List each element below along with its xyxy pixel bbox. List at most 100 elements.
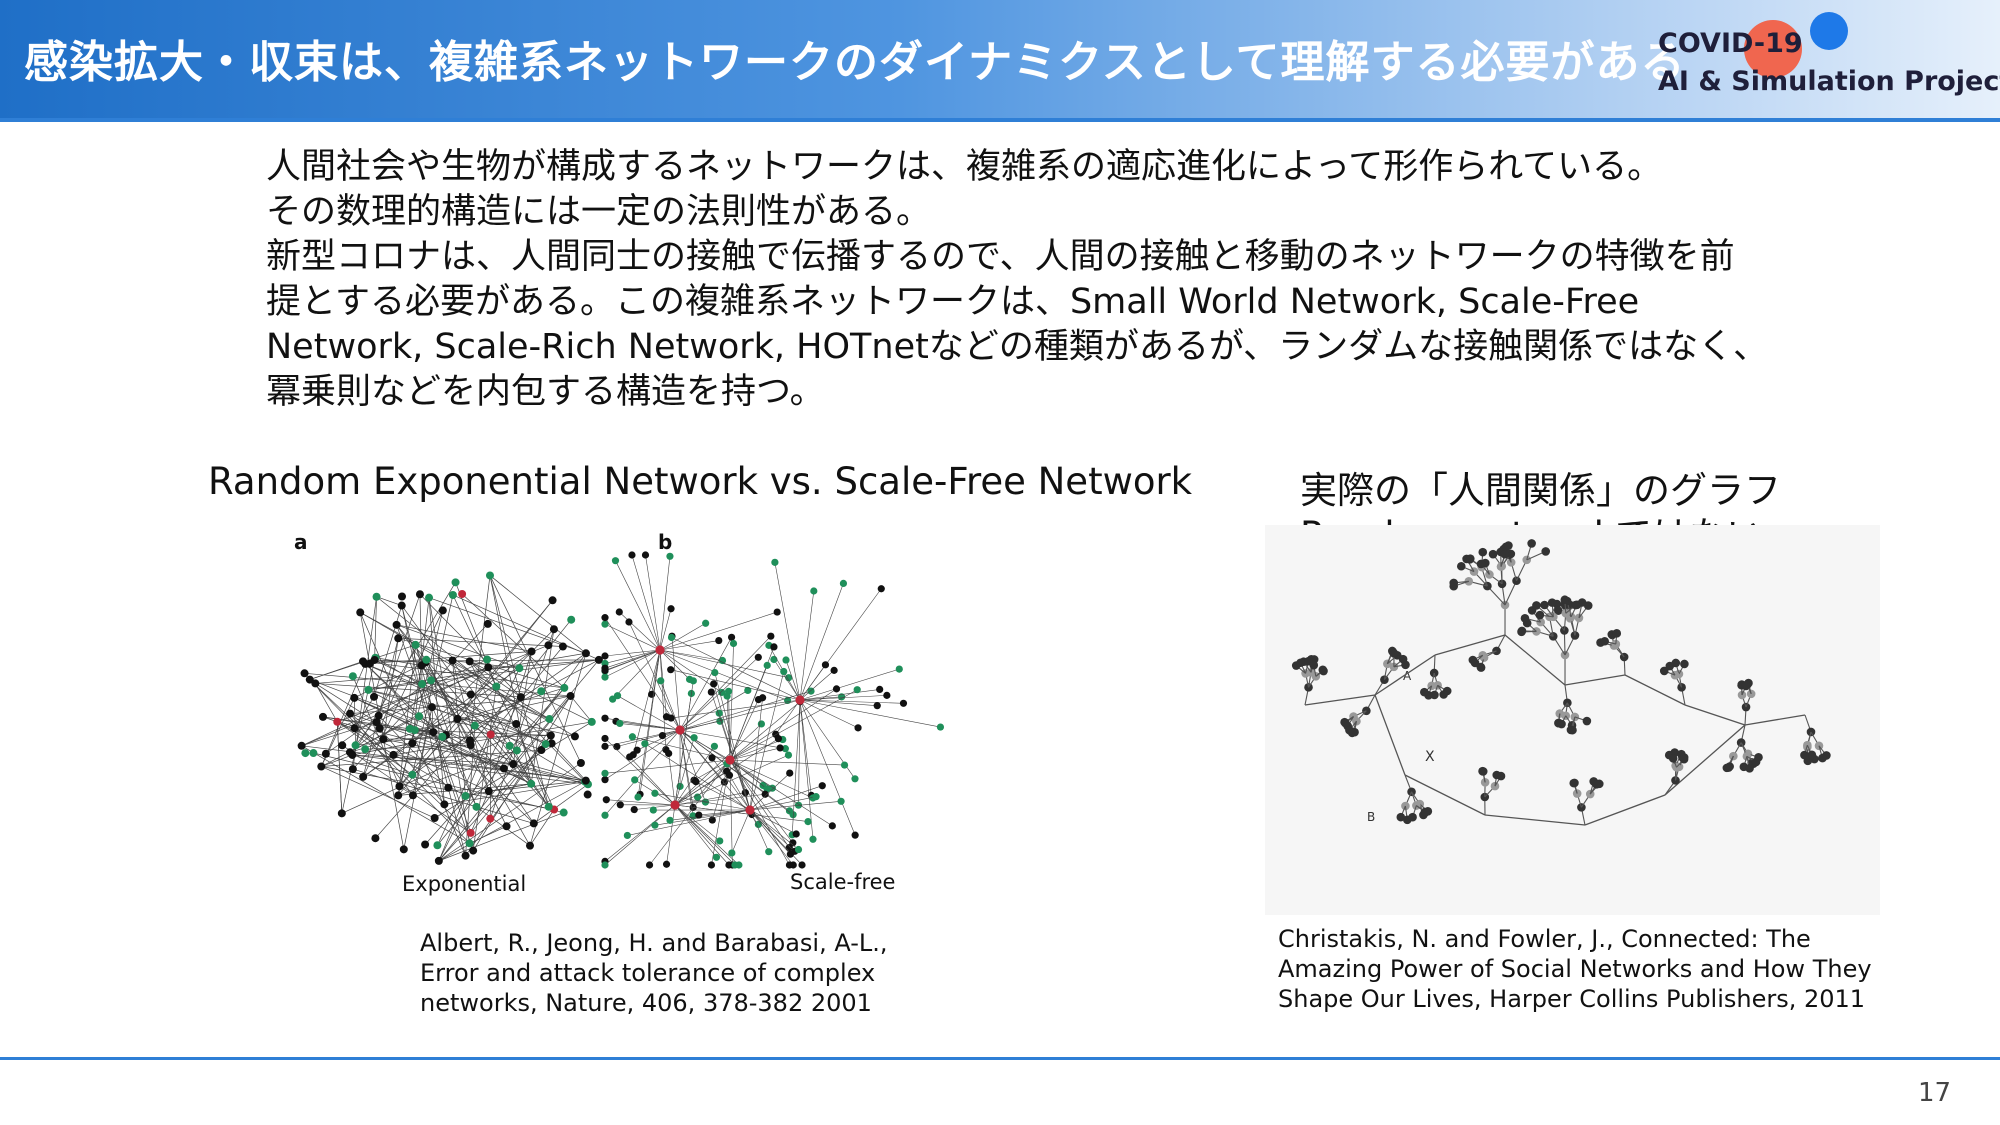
network-edge	[383, 735, 551, 740]
network-hub-node	[725, 755, 735, 765]
network-node	[392, 620, 401, 629]
network-node	[601, 714, 609, 722]
tree-node	[1304, 683, 1313, 692]
tree-node	[1665, 661, 1675, 671]
network-node	[715, 636, 723, 645]
network-edge	[301, 721, 377, 747]
network-edge	[396, 624, 520, 669]
network-node	[317, 762, 326, 771]
network-edge	[396, 624, 535, 824]
scalefree-label: Scale-free	[790, 870, 896, 894]
network-edge	[749, 697, 763, 811]
network-node	[623, 831, 631, 840]
network-node	[338, 741, 347, 750]
network-edge	[654, 792, 751, 811]
network-edge	[376, 594, 421, 723]
network-edge	[488, 783, 532, 792]
network-node	[581, 776, 590, 785]
network-node	[832, 685, 841, 693]
network-node	[840, 761, 849, 769]
network-edge	[798, 699, 801, 806]
network-edge	[632, 649, 661, 755]
network-edge	[729, 739, 783, 761]
network-edge	[649, 759, 731, 866]
network-node	[729, 639, 738, 648]
network-node	[438, 732, 447, 741]
network-edge	[354, 697, 434, 733]
tree-node	[1540, 600, 1549, 610]
network-hub-node	[795, 695, 805, 705]
tree-node	[1818, 753, 1827, 763]
network-node	[601, 861, 609, 869]
network-edge	[301, 745, 470, 844]
network-hub-node	[655, 645, 665, 655]
network-edge	[549, 659, 600, 720]
network-node	[434, 856, 443, 865]
network-edge	[679, 690, 748, 731]
network-node	[361, 745, 370, 754]
tree-edge	[1404, 774, 1486, 816]
logo-text-project: AI & Simulation Project	[1658, 66, 2000, 97]
network-edge	[674, 793, 766, 806]
network-edge	[457, 718, 510, 747]
network-edge	[668, 753, 676, 806]
network-hub-node	[745, 805, 755, 815]
network-hub-node	[670, 800, 680, 810]
tree-node	[1517, 626, 1527, 636]
network-node	[438, 606, 447, 615]
network-edge	[489, 575, 587, 654]
tree-node	[1309, 660, 1319, 670]
network-node	[485, 571, 494, 580]
network-edge	[612, 649, 661, 700]
network-edge	[337, 721, 489, 792]
network-edge	[604, 649, 661, 657]
tree-node	[1296, 658, 1305, 668]
header-divider	[0, 118, 2000, 122]
network-edge	[617, 695, 731, 761]
network-edge	[660, 680, 681, 731]
network-node	[364, 685, 373, 694]
network-node	[465, 736, 474, 745]
network-node	[667, 633, 676, 642]
network-edge	[398, 637, 563, 647]
network-edge	[445, 734, 532, 785]
network-edge	[749, 809, 791, 855]
network-node	[761, 790, 769, 798]
tree-edge	[1484, 814, 1586, 826]
tree-edge	[1374, 654, 1436, 696]
network-edge	[698, 809, 751, 816]
network-edge	[671, 699, 801, 719]
tree-node	[1449, 578, 1459, 588]
subfigure-label-b: b	[658, 530, 673, 554]
network-node	[804, 817, 812, 826]
network-node	[776, 744, 784, 752]
network-edge	[432, 731, 474, 851]
network-node	[689, 677, 697, 685]
network-comparison-figure	[297, 551, 945, 869]
tree-node	[1500, 549, 1510, 559]
tree-node	[1751, 757, 1761, 767]
network-edge	[679, 729, 694, 816]
network-node	[309, 749, 318, 758]
network-node	[348, 765, 357, 774]
network-edge	[729, 759, 768, 790]
network-edge	[679, 657, 759, 731]
network-node	[458, 589, 467, 598]
network-node	[770, 655, 778, 664]
network-node	[625, 618, 633, 626]
network-edge	[799, 668, 900, 701]
tree-node	[1345, 725, 1354, 735]
network-node	[883, 691, 891, 699]
network-node	[754, 653, 762, 661]
network-node	[828, 822, 836, 830]
network-node	[337, 809, 346, 818]
network-node	[499, 764, 508, 773]
network-node	[472, 802, 481, 811]
network-edge	[670, 669, 801, 701]
tree-edge	[1434, 634, 1506, 656]
network-node	[645, 861, 654, 869]
network-edge	[469, 661, 522, 698]
network-edge	[352, 754, 589, 785]
network-edge	[515, 723, 550, 807]
reference-line: Albert, R., Jeong, H. and Barabasi, A-L.…	[420, 929, 888, 957]
